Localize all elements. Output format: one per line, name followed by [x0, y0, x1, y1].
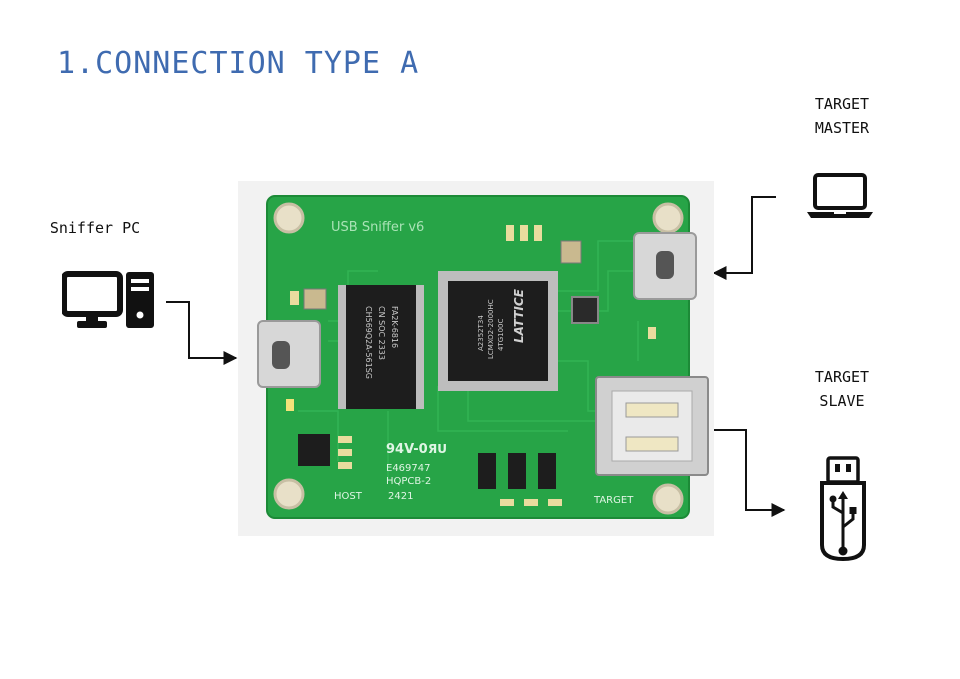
sniffer-pc-label: Sniffer PC [40, 216, 150, 240]
target-master-line1: TARGET [814, 95, 870, 113]
ic-left-line2: CN SOC 2333 [377, 306, 386, 360]
target-slave-line1: TARGET [814, 368, 870, 386]
board-to-slave-arrow [712, 429, 786, 517]
fpga-part: LCMXO2-2000HC [487, 299, 495, 359]
pc-to-host-arrow [166, 301, 238, 365]
ic-left-line1: CH569Q2A-561SG [364, 306, 373, 379]
target-master-label: TARGET MASTER [790, 92, 894, 140]
board-silk-title: USB Sniffer v6 [331, 220, 424, 235]
usb-sniffer-board-photo: USB Sniffer v6 CH569Q2A-561SG CN SOC 233… [238, 181, 714, 536]
board-rating: 94V-0 [386, 442, 428, 457]
fpga-chip: LATTICE LCMXO2-2000HC 4TG100C A2352T34 [438, 271, 558, 391]
target-master-line2: MASTER [814, 119, 870, 137]
board-maker: HQPCB-2 [386, 476, 431, 487]
desktop-computer-icon [62, 271, 154, 328]
board-cert: E469747 [386, 463, 431, 474]
target-slave-line2: SLAVE [819, 392, 865, 410]
usb-controller-chip: CH569Q2A-561SG CN SOC 2333 FA2K-6816 [338, 285, 424, 409]
fpga-code1: 4TG100C [497, 318, 505, 351]
fpga-code2: A2352T34 [477, 315, 485, 351]
fpga-brand: LATTICE [512, 288, 526, 343]
board-host-label: HOST [334, 491, 363, 502]
board-target-label: TARGET [593, 495, 634, 506]
target-usb-a-port [595, 376, 709, 476]
board-date-code: 2421 [388, 491, 413, 502]
page-title: 1.CONNECTION TYPE A [57, 46, 420, 81]
target-slave-label: TARGET SLAVE [790, 365, 894, 413]
target-usb-c-port [633, 232, 697, 300]
host-usb-c-port [257, 320, 321, 388]
ic-left-line3: FA2K-6816 [390, 306, 399, 348]
master-to-board-arrow [712, 196, 776, 280]
laptop-icon [807, 173, 873, 218]
usb-flash-drive-icon [820, 456, 866, 562]
board-ul-mark: ЯU [428, 442, 447, 456]
sniffer-pc-text: Sniffer PC [49, 219, 141, 237]
